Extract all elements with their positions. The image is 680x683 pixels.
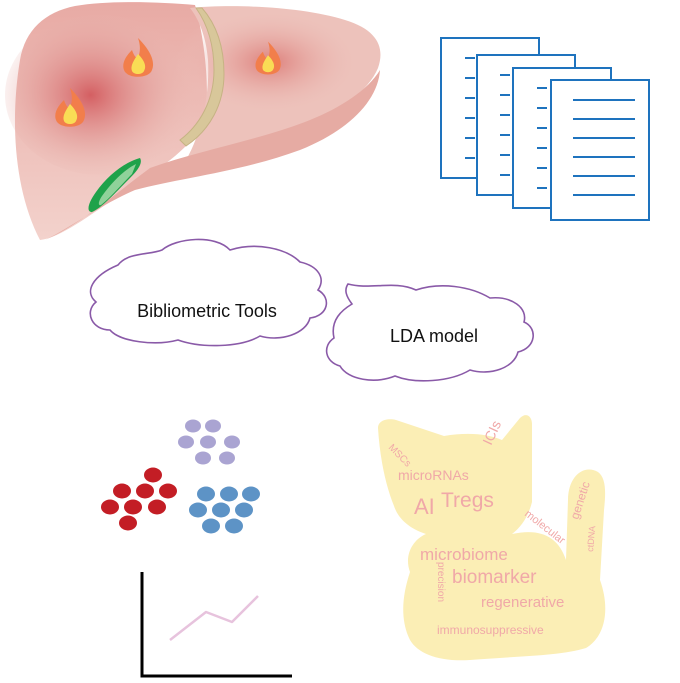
- flame-icon: [123, 38, 154, 77]
- word-ctdna: ctDNA: [585, 525, 597, 552]
- cluster-purple: [178, 419, 240, 465]
- cluster-red: [101, 467, 177, 531]
- trend-line: [169, 595, 259, 641]
- plot-axes: [140, 572, 292, 678]
- word-ai: AI: [414, 494, 435, 519]
- cat-word-cloud: MSCs ICIs microRNAs AI Tregs genetic ctD…: [378, 415, 606, 661]
- document-stack-icon: [440, 37, 650, 221]
- document-page: [550, 79, 650, 221]
- cloud-label-left: Bibliometric Tools: [137, 301, 277, 321]
- trend-plot-icon: [140, 572, 292, 678]
- word-immunosuppressive: immunosuppressive: [437, 623, 544, 637]
- cloud-shape-right: [325, 283, 534, 382]
- flame-icon: [255, 41, 281, 75]
- flame-icon: [55, 88, 86, 127]
- cloud-label-right: LDA model: [390, 326, 478, 346]
- cloud-shape-left: [89, 238, 328, 347]
- word-microbiome: microbiome: [420, 545, 508, 564]
- word-regenerative: regenerative: [481, 594, 564, 611]
- cloud-lda-model: LDA model: [325, 283, 534, 382]
- gallbladder-highlight: [98, 164, 136, 206]
- falciform-ligament: [179, 7, 225, 147]
- cat-silhouette: [378, 415, 606, 661]
- word-micrornas: microRNAs: [398, 467, 469, 483]
- word-biomarker: biomarker: [452, 567, 537, 588]
- word-tregs: Tregs: [441, 489, 494, 512]
- cluster-blue: [189, 486, 260, 534]
- liver-illustration: [5, 2, 381, 240]
- word-precision: precision: [435, 562, 446, 602]
- liver-lower-fold: [45, 70, 380, 240]
- cloud-bibliometric-tools: Bibliometric Tools: [89, 238, 328, 347]
- inflammation-zone-left: [5, 15, 195, 175]
